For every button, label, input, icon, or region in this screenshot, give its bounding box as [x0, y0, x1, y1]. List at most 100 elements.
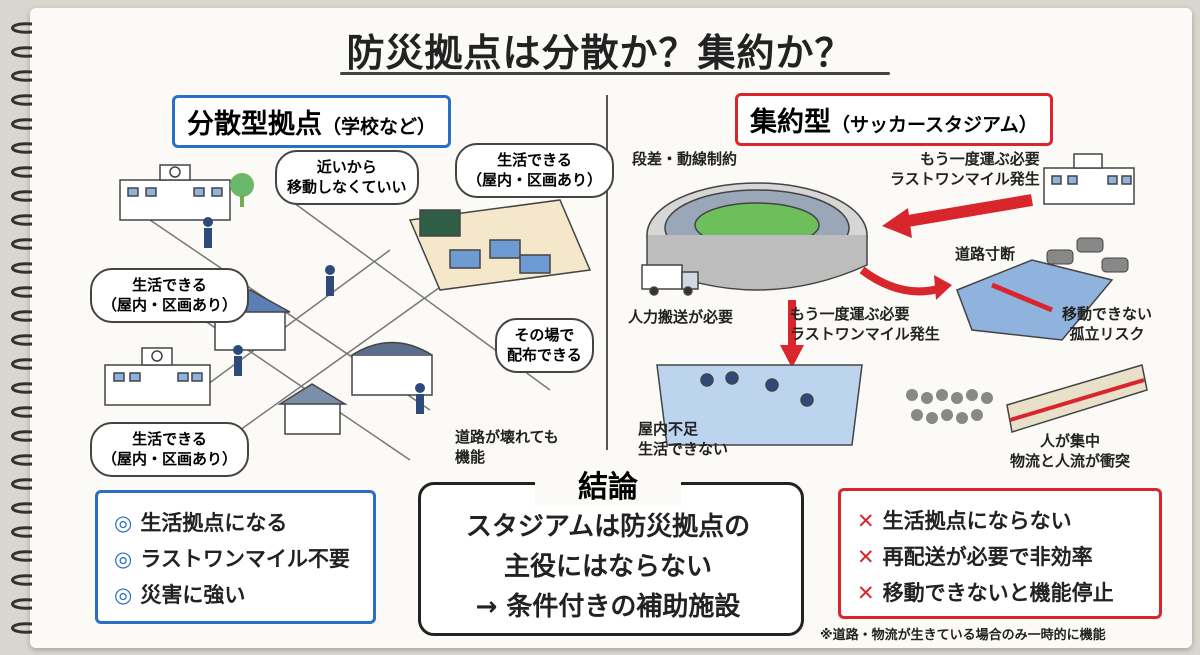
- life-bubble-line: 生活できる: [132, 430, 207, 448]
- merits-box: ◎ 生活拠点になる ◎ ラストワンマイル不要 ◎災害に強い: [95, 490, 376, 624]
- footnote: ※道路・物流が生きている場合のみ一時的に機能: [820, 628, 1106, 643]
- life-bubble-mid: 生活できる（屋内・区画あり）: [90, 268, 250, 323]
- distribute-bubble-line: その場で: [514, 326, 575, 344]
- stadium-icon: [646, 182, 868, 291]
- isolation-line: 孤立リスク: [1069, 324, 1145, 343]
- spiral-ring: [11, 118, 33, 130]
- road-cut-label: 道路寸断: [955, 245, 1016, 263]
- person-icon: [203, 217, 425, 414]
- merit-text: ラストワンマイル不要: [140, 547, 350, 571]
- indoor-label: 屋内不足生活できない: [638, 420, 728, 459]
- life-bubble-line: （屋内・区画あり）: [102, 295, 238, 314]
- demerit-item: ✕ 生活拠点にならない: [857, 505, 1072, 535]
- stadium-illustration: [641, 153, 1148, 446]
- house-icon: [277, 383, 348, 435]
- life-bubble-line: （屋内・区画あり）: [467, 170, 603, 189]
- cross-icon: ✕: [857, 545, 875, 569]
- life-bubble-bottom: 生活できる（屋内・区画あり）: [90, 422, 250, 477]
- last-mile-top-label: もう一度運ぶ必要ラストワンマイル発生: [890, 150, 1040, 189]
- indoor-line: 屋内不足: [638, 420, 699, 438]
- spiral-ring: [11, 94, 33, 106]
- merit-item: ◎災害に強い: [114, 579, 245, 609]
- cross-icon: ✕: [857, 581, 875, 605]
- tree-icon: [230, 173, 254, 207]
- school-building-icon: [1043, 153, 1135, 205]
- arrow-head: [934, 275, 952, 300]
- centralized-header-main: 集約型: [750, 107, 831, 138]
- spiral-ring: [11, 142, 33, 154]
- isolation-label: 移動できない孤立リスク: [1062, 305, 1152, 344]
- spiral-ring: [11, 526, 33, 538]
- spiral-ring: [11, 262, 33, 274]
- last-mile-top-line: もう一度運ぶ必要: [920, 150, 1040, 168]
- double-circle-icon: ◎: [114, 547, 133, 571]
- demerit-text: 生活拠点にならない: [882, 509, 1072, 533]
- distributed-header-sub: （学校など）: [322, 116, 437, 138]
- spiral-ring: [11, 406, 33, 418]
- spiral-ring: [11, 214, 33, 226]
- spiral-ring: [11, 598, 33, 610]
- conclusion-line: 主役にはならない: [503, 552, 712, 582]
- merit-item: ◎ 生活拠点になる: [114, 507, 287, 537]
- indoor-line: 生活できない: [638, 439, 729, 458]
- spiral-ring: [11, 430, 33, 442]
- isolation-line: 移動できない: [1062, 305, 1153, 323]
- distribute-bubble-line: 配布できる: [507, 345, 582, 364]
- last-mile-mid-line: もう一度運ぶ必要: [790, 305, 910, 323]
- life-bubble-line: 生活できる: [132, 276, 207, 294]
- spiral-ring: [11, 478, 33, 490]
- spiral-ring: [11, 550, 33, 562]
- arrow-head: [882, 208, 912, 238]
- last-mile-mid-label: もう一度運ぶ必要ラストワンマイル発生: [790, 305, 940, 344]
- centralized-header: 集約型（サッカースタジアム）: [735, 93, 1053, 146]
- spiral-ring: [11, 334, 33, 346]
- page-title: 防災拠点は分散か？集約か？: [346, 31, 854, 75]
- center-divider: [606, 95, 608, 450]
- crowd-line: 人が集中: [1040, 432, 1101, 450]
- school-building-icon: [119, 164, 231, 221]
- spiral-ring: [11, 310, 33, 322]
- spiral-ring: [11, 238, 33, 250]
- crowd-line: 物流と人流が衝突: [1010, 451, 1131, 470]
- road-line: [199, 249, 391, 391]
- crowd-icon: [906, 389, 993, 424]
- conclusion-line: → 条件付きの補助施設: [475, 592, 741, 622]
- distributed-header-main: 分散型拠点: [187, 109, 322, 140]
- merit-item: ◎ ラストワンマイル不要: [114, 543, 350, 573]
- spiral-ring: [11, 454, 33, 466]
- road-line: [239, 279, 451, 431]
- double-circle-icon: ◎: [114, 511, 133, 535]
- near-bubble: 近いから移動しなくていい: [275, 150, 419, 205]
- spiral-ring: [11, 190, 33, 202]
- spiral-ring: [11, 166, 33, 178]
- manual-label: 人力搬送が必要: [628, 308, 734, 326]
- title-underline: [340, 72, 890, 75]
- spiral-ring: [11, 286, 33, 298]
- school-building-icon: [104, 347, 211, 406]
- life-bubble-line: （屋内・区画あり）: [102, 449, 238, 468]
- demerit-text: 移動できないと機能停止: [882, 581, 1114, 605]
- spiral-binding: [11, 22, 33, 634]
- train-icon: [1006, 364, 1148, 433]
- steps-label: 段差・動線制約: [632, 150, 738, 168]
- near-bubble-line: 移動しなくていい: [287, 177, 407, 196]
- demerit-text: 再配送が必要で非効率: [882, 545, 1093, 569]
- road-label-line: 機能: [455, 447, 486, 466]
- last-mile-top-line: ラストワンマイル発生: [890, 169, 1040, 188]
- road-label-line: 道路が壊れても: [455, 428, 559, 446]
- double-circle-icon: ◎: [114, 583, 133, 607]
- spiral-ring: [11, 46, 33, 58]
- classroom-icon: [408, 199, 592, 291]
- truck-icon: [641, 264, 699, 296]
- car-icon: [1046, 237, 1129, 273]
- arrow-line: [859, 266, 944, 296]
- cross-icon: ✕: [857, 509, 875, 533]
- demerit-item: ✕ 再配送が必要で非効率: [857, 541, 1093, 571]
- distributed-header: 分散型拠点（学校など）: [172, 95, 452, 148]
- merit-text: 生活拠点になる: [140, 511, 288, 535]
- conclusion-line: スタジアムは防災拠点の: [465, 512, 751, 542]
- conclusion-title: 結論: [535, 462, 681, 506]
- spiral-ring: [11, 358, 33, 370]
- demerits-box: ✕ 生活拠点にならない ✕ 再配送が必要で非効率 ✕ 移動できないと機能停止: [838, 488, 1162, 619]
